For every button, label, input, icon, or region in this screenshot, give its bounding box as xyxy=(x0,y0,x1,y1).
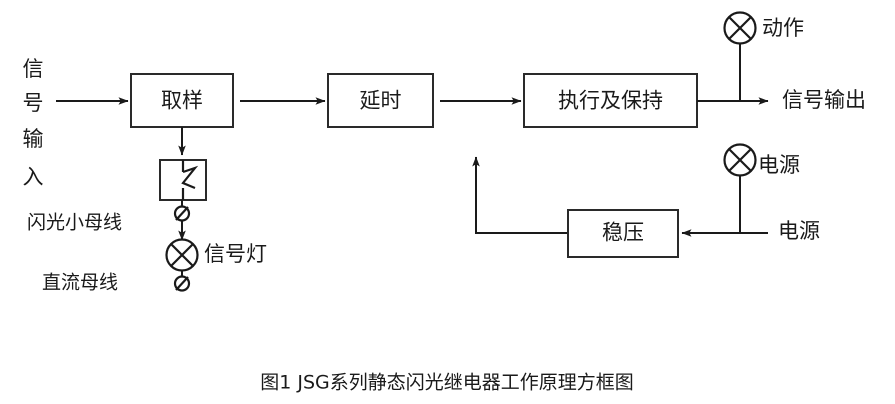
input-label-char-1: 号 xyxy=(23,91,44,115)
block-execute-hold-box xyxy=(523,73,698,128)
block-sampling-label: 取样 xyxy=(161,89,203,113)
terminal-upper xyxy=(173,205,191,222)
action-lamp-label: 动作 xyxy=(762,16,804,40)
signal-lamp: 信号灯 xyxy=(165,238,267,272)
action-lamp: 动作 xyxy=(723,11,804,45)
signal-lamp-label: 信号灯 xyxy=(204,242,267,266)
terminal-upper-slash xyxy=(175,206,189,221)
block-delay-label: 延时 xyxy=(360,89,402,113)
block-execute-hold-label: 执行及保持 xyxy=(558,89,663,113)
figure-caption: 图1 JSG系列静态闪光继电器工作原理方框图 xyxy=(260,372,634,394)
block-regulator-box xyxy=(567,209,679,258)
input-label-char-3: 入 xyxy=(23,165,44,189)
action-lamp-cross-b xyxy=(728,16,752,40)
relay-contact xyxy=(159,159,207,201)
block-delay-box xyxy=(327,73,434,128)
terminal-lower xyxy=(173,275,191,292)
power-lamp-cross-b xyxy=(728,148,752,172)
dc-bus-label: 直流母线 xyxy=(42,272,118,294)
block-delay: 延时 xyxy=(327,73,434,128)
power-lamp: 电源 xyxy=(723,143,800,177)
terminal-lower-slash xyxy=(175,276,189,291)
input-label-char-0: 信 xyxy=(23,57,44,81)
relay-contact-blade xyxy=(181,165,199,190)
power-lamp-label: 电源 xyxy=(758,153,800,177)
block-regulator: 稳压 xyxy=(567,209,679,258)
power-input-label: 电源 xyxy=(778,219,820,243)
block-regulator-label: 稳压 xyxy=(602,221,644,245)
signal-input-label: 信 号 输 入 xyxy=(23,57,44,189)
wire-regulator-to-execute xyxy=(472,156,568,234)
block-execute-hold: 执行及保持 xyxy=(523,73,698,128)
signal-lamp-cross-b xyxy=(170,243,194,267)
flash-bus-label: 闪光小母线 xyxy=(27,212,122,234)
input-label-char-2: 输 xyxy=(23,127,44,151)
block-sampling: 取样 xyxy=(130,73,234,128)
signal-output-label: 信号输出 xyxy=(782,88,866,112)
